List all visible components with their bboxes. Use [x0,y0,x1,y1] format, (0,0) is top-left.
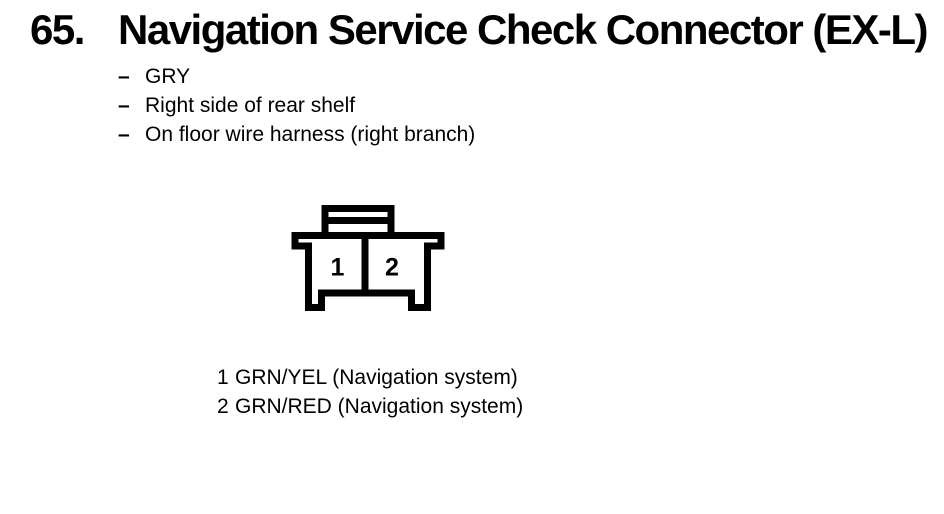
pinout-row: 2 GRN/RED (Navigation system) [217,392,523,421]
page-title: Navigation Service Check Connector (EX-L… [118,6,929,53]
cavity-1-label: 1 [331,254,345,282]
list-item: –On floor wire harness (right branch) [118,120,475,149]
detail-harness: On floor wire harness (right branch) [145,123,476,146]
cavity-2-label: 2 [385,254,399,282]
dash-marker: – [118,123,130,146]
dash-marker: – [118,65,130,88]
pin-number: 2 [217,395,229,418]
pin-wire-description: GRN/RED (Navigation system) [235,395,524,418]
dash-marker: – [118,94,130,117]
pin-wire-description: GRN/YEL (Navigation system) [235,366,518,389]
section-number: 65. [30,6,85,53]
detail-location: Right side of rear shelf [145,94,356,117]
detail-color: GRY [145,65,191,88]
pinout-row: 1 GRN/YEL (Navigation system) [217,363,523,392]
connector-diagram: 1 2 [291,205,445,311]
list-item: –Right side of rear shelf [118,91,475,120]
pin-number: 1 [217,366,229,389]
pinout-legend: 1 GRN/YEL (Navigation system) 2 GRN/RED (N… [217,363,523,421]
list-item: –GRY [118,62,475,91]
connector-detail-list: –GRY –Right side of rear shelf –On floor… [118,62,475,149]
